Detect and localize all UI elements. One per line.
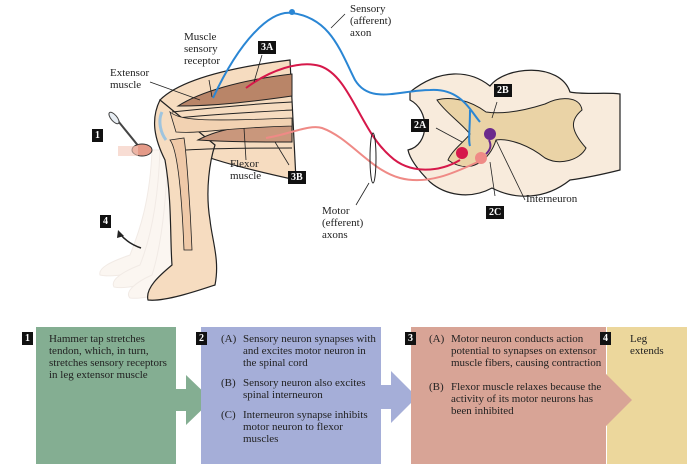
motor-axon-flexor — [265, 126, 483, 182]
step-item: (A) Sensory neuron synapses with and exci… — [221, 333, 379, 369]
step-1-text: Hammer tap stretches tendon, which, in t… — [49, 333, 167, 381]
step-1-tag: 1 — [92, 129, 103, 142]
label-line: Muscle — [184, 31, 217, 43]
step-3B-tag: 3B — [288, 171, 306, 184]
label-line: sensory — [184, 43, 218, 55]
step-arrow-2-to-3 — [381, 371, 417, 423]
step-4-text: Leg extends — [630, 333, 664, 357]
extensor-muscle — [176, 73, 293, 107]
sensory-axon — [212, 11, 481, 123]
spinal-cord-section — [407, 69, 621, 197]
step-panel-2: 2 (A) Sensory neuron synapses with and ex… — [196, 327, 381, 464]
motor-axon-extensor — [245, 63, 461, 171]
step-4-tag: 4 — [100, 215, 111, 228]
reflex-arc-illustration — [99, 9, 621, 301]
label-line: (afferent) — [350, 15, 392, 27]
step-2B-tag: 2B — [494, 84, 512, 97]
step-number-badge: 1 — [22, 332, 33, 345]
reflex-hammer-icon — [108, 111, 153, 157]
step-item: (B) Flexor muscle relaxes because the act… — [429, 381, 604, 417]
extensor-muscle-label: Extensor muscle — [110, 67, 149, 91]
motor-neuron-flexor-icon — [475, 152, 487, 164]
flexor-muscle-label: Flexor muscle — [230, 158, 261, 182]
item-key: (C) — [221, 409, 236, 421]
motor-axons-bundle — [369, 132, 377, 184]
patellar-tendon — [158, 111, 168, 141]
step-3-list: (A) Motor neuron conducts action potentia… — [429, 333, 604, 425]
femur-bone — [169, 110, 293, 133]
step-item: (B) Sensory neuron also excites spinal in… — [221, 377, 379, 401]
muscle-fibers — [171, 101, 293, 151]
label-line: (efferent) — [322, 217, 364, 229]
leader-lines — [149, 13, 526, 206]
sensory-axon-label: Sensory (afferent) axon — [350, 3, 391, 39]
tibia-bone — [169, 137, 193, 251]
step-2A-tag: 2A — [411, 119, 430, 132]
label-line: muscle — [110, 79, 142, 91]
interneuron-label: Interneuron — [526, 193, 578, 205]
label-line: Flexor — [230, 158, 259, 170]
label-line: axons — [322, 229, 348, 241]
step-2C-tag: 2C — [486, 206, 505, 219]
motor-neuron-extensor-icon — [456, 147, 468, 159]
item-text: Sensory neuron synapses with and excites… — [243, 333, 376, 369]
step-item: (C) Interneuron synapse inhibits motor ne… — [221, 409, 379, 445]
step-panel-3: 3 (A) Motor neuron conducts action potent… — [405, 327, 606, 464]
sensory-ganglion-icon — [289, 9, 295, 15]
step-2-list: (A) Sensory neuron synapses with and exci… — [221, 333, 379, 453]
motor-axons-label: Motor (efferent) axons — [322, 205, 363, 241]
item-text: Motor neuron conducts action potential t… — [451, 333, 602, 369]
item-key: (B) — [429, 381, 444, 393]
step-number-badge: 3 — [405, 332, 416, 345]
label-line: axon — [350, 27, 372, 39]
step-arrow-1-to-2 — [176, 375, 212, 425]
label-line: Extensor — [110, 67, 150, 79]
label-line: receptor — [184, 55, 221, 67]
label-line: Sensory — [350, 3, 386, 15]
item-text: Flexor muscle relaxes because the activi… — [451, 381, 602, 417]
item-key: (B) — [221, 377, 236, 389]
muscle-sensory-receptor-label: Muscle sensory receptor — [184, 31, 220, 67]
step-3A-tag: 3A — [258, 41, 277, 54]
step-number-badge: 2 — [196, 332, 207, 345]
label-line: Motor — [322, 205, 350, 217]
step-number-badge: 4 — [600, 332, 611, 345]
item-text: Interneuron synapse inhibits motor neuro… — [243, 409, 368, 445]
interneuron-icon — [484, 128, 496, 140]
step-panel-1: 1 Hammer tap stretches tendon, which, in… — [22, 327, 176, 464]
step-item: (A) Motor neuron conducts action potentia… — [429, 333, 604, 369]
item-text: Sensory neuron also excites spinal inter… — [243, 377, 366, 401]
label-line: muscle — [230, 170, 262, 182]
step-arrow-3-to-4-tip — [606, 374, 632, 426]
item-key: (A) — [429, 333, 445, 345]
item-key: (A) — [221, 333, 237, 345]
